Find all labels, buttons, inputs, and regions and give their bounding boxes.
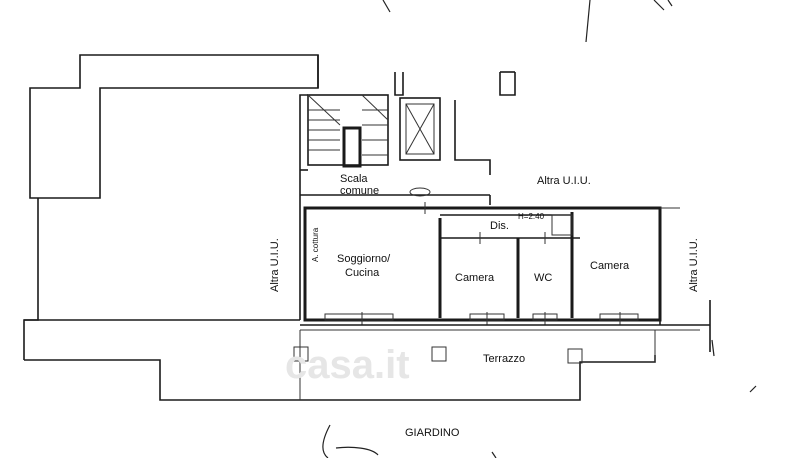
camera-left-label: Camera (455, 272, 495, 284)
terrazzo-label: Terrazzo (483, 353, 525, 365)
altra-uiu-left-label: Altra U.I.U. (269, 238, 281, 292)
altra-uiu-top-label: Altra U.I.U. (537, 175, 591, 187)
camera-right-label: Camera (590, 260, 630, 272)
dis-label: Dis. (490, 220, 509, 232)
watermark: casa.it (285, 343, 410, 387)
terrace-windows (324, 313, 639, 321)
giardino-label: GIARDINO (405, 427, 460, 439)
handwriting-marks-bottom (322, 339, 757, 458)
altra-uiu-right-label: Altra U.I.U. (688, 238, 700, 292)
wc-label: WC (534, 272, 552, 284)
terrace (293, 324, 710, 400)
corridor-walls (300, 100, 491, 205)
height-label: H=2.40 (518, 212, 545, 221)
stairwell (307, 94, 389, 168)
elevator-shaft (399, 97, 441, 161)
scala-label-line2: comune (340, 185, 379, 197)
right-boundary (660, 207, 711, 352)
handwriting-marks-top (382, 0, 673, 43)
scala-label-line1: Scala (340, 173, 368, 185)
soggiorno-label-line2: Cucina (345, 267, 380, 279)
cottura-label: A. cottura (311, 227, 320, 262)
soggiorno-label-line1: Soggiorno/ (337, 253, 391, 265)
